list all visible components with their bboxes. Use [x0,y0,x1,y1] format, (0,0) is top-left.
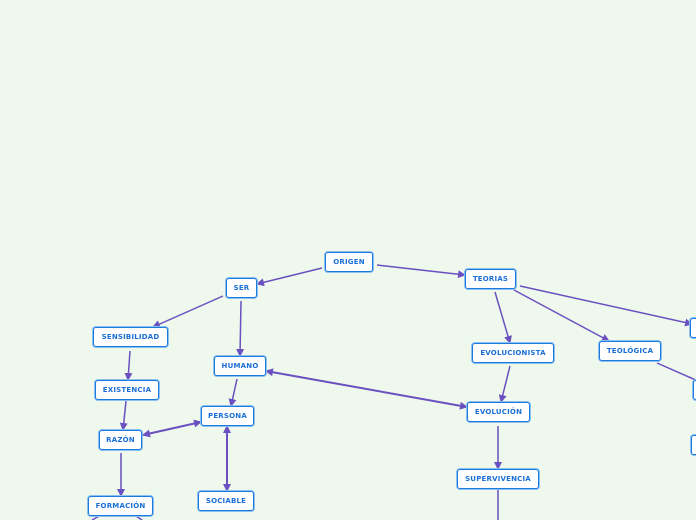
edge-arrow [236,300,245,357]
node-teologica[interactable]: TEOLÓGICA [599,341,661,361]
edge-arrow [513,289,610,342]
node-offscreen-1[interactable] [690,318,696,338]
edge-arrow [656,362,696,381]
edge-arrow [135,515,143,520]
node-razon[interactable]: RAZÓN [99,430,142,450]
node-evolucionista[interactable]: EVOLUCIONISTA [472,343,554,363]
node-existencia[interactable]: EXISTENCIA [95,380,159,400]
edge-arrow [119,400,128,431]
edge-arrow [124,350,133,381]
edge-arrow [376,264,466,279]
node-evolucion[interactable]: EVOLUCIÓN [467,402,530,422]
node-supervivencia[interactable]: SUPERVIVENCIA [457,469,539,489]
edge-arrow [142,419,202,438]
edge-arrow [498,365,511,403]
edge-arrow [265,368,468,410]
edge-arrow [152,295,224,328]
edge-arrow [494,291,512,344]
node-ser[interactable]: SER [226,278,257,298]
node-sensibilidad[interactable]: SENSIBILIDAD [93,327,168,347]
node-origen[interactable]: ORIGEN [325,252,373,272]
node-offscreen-2[interactable] [693,380,696,400]
node-teorias[interactable]: TEORIAS [465,269,516,289]
node-humano[interactable]: HUMANO [214,356,266,376]
edge-arrow [256,267,323,287]
node-offscreen-3[interactable] [691,435,696,455]
edge-arrow [228,378,238,407]
node-formacion[interactable]: FORMACIÓN [88,496,153,516]
node-sociable[interactable]: SOCIABLE [198,491,254,511]
node-persona[interactable]: PERSONA [201,406,254,426]
edge-arrow [519,285,693,327]
